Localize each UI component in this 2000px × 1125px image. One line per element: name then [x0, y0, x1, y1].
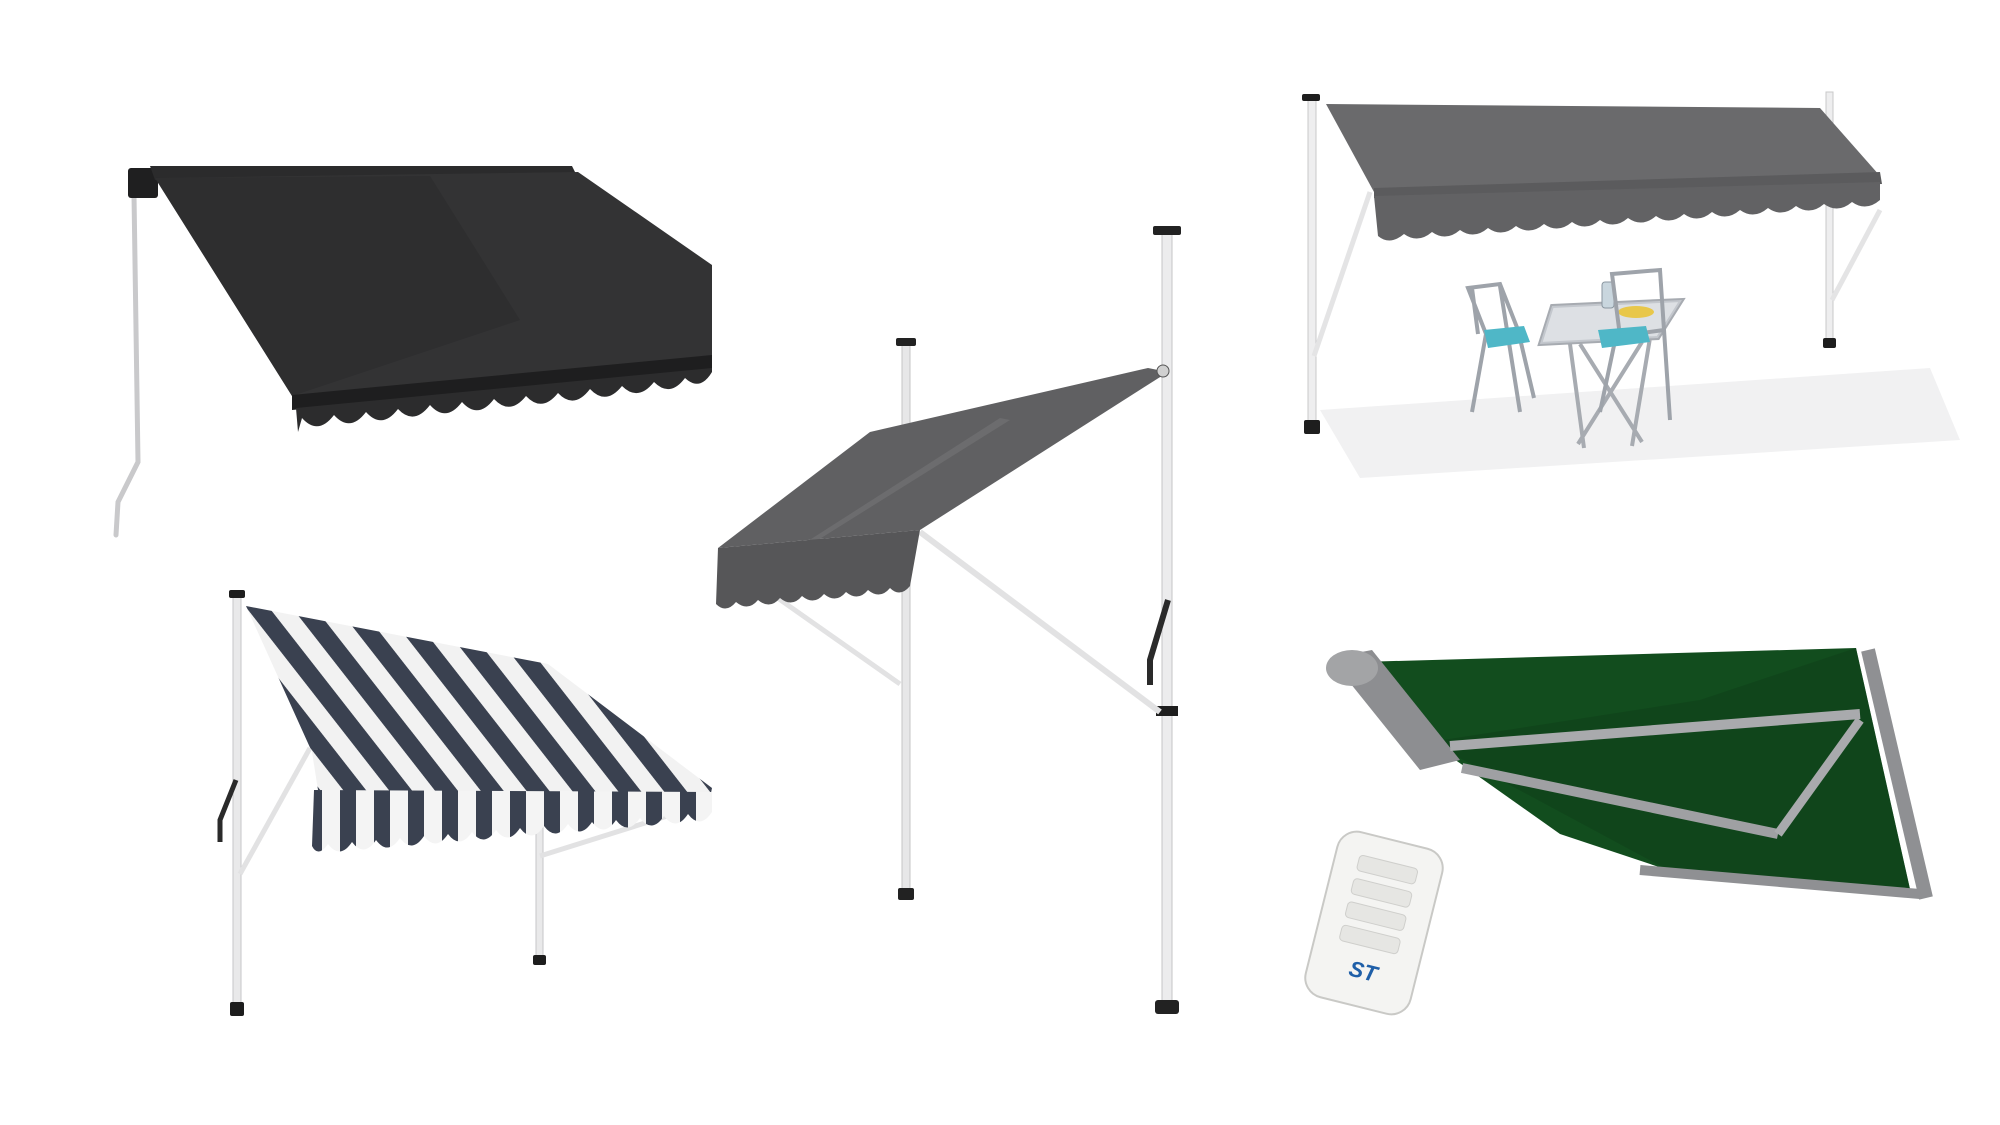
wall-bracket [128, 168, 158, 198]
end-cap [1156, 364, 1170, 378]
bistro-set [1465, 267, 1686, 449]
left-pole [232, 595, 242, 1007]
awning-fabric-shade [1430, 648, 1912, 898]
support-arm-back [918, 529, 1162, 715]
arm-elbow [1774, 717, 1864, 837]
left-pole-foot [1304, 420, 1320, 434]
cassette-end-cap [1326, 650, 1378, 686]
front-profile-bottom [1639, 865, 1921, 899]
support-arm-left [237, 746, 313, 876]
left-pole-foot [230, 1002, 244, 1016]
green-motorized-awning: ST [1304, 648, 1933, 1016]
grey-awning-with-bistro-set [1302, 91, 1960, 478]
arm-upper [1449, 709, 1861, 751]
right-pole-foot [533, 955, 546, 965]
left-pole-top-cap [1302, 94, 1320, 101]
awning-fabric-seam [808, 418, 1010, 541]
chair-right-frame [1598, 267, 1672, 421]
scalloped-valance [296, 368, 712, 432]
floor-shadow [1320, 368, 1960, 478]
support-arm-front [770, 591, 902, 687]
remote-control: ST [1304, 830, 1444, 1016]
scalloped-valance [716, 530, 920, 609]
left-pole [1307, 97, 1317, 429]
remote-button-up [1356, 854, 1419, 885]
dark-retractable-awning [113, 166, 712, 538]
pole-clamp [1156, 706, 1178, 716]
front-profile [1861, 648, 1933, 900]
left-pole-top-cap [229, 590, 245, 598]
crank-handle [1147, 599, 1171, 685]
remote-button-stop [1350, 878, 1413, 908]
scalloped-valance [1374, 182, 1880, 241]
left-pole-foot [898, 888, 914, 900]
chair-right-seat [1598, 326, 1650, 348]
arm-lower [1460, 763, 1780, 839]
awning-fabric [1326, 104, 1880, 192]
right-pole-foot [1823, 338, 1836, 348]
crank-handle [113, 192, 141, 538]
crank-handle [217, 779, 239, 842]
right-pole-foot [1155, 1000, 1179, 1014]
grey-clamp-awning-center [716, 226, 1181, 1014]
front-bar [292, 355, 712, 410]
remote-button-down [1344, 901, 1407, 931]
support-arm-right [1829, 208, 1883, 302]
fruit-plate [1618, 306, 1654, 318]
front-bar [1374, 172, 1882, 198]
remote-button-channel [1339, 924, 1401, 955]
chair-left-seat [1484, 326, 1530, 348]
awning-fabric-shade [155, 176, 520, 396]
right-pole-top-cap [1153, 226, 1181, 235]
left-pole-top-cap [896, 338, 916, 346]
support-arm-left [1311, 191, 1373, 357]
